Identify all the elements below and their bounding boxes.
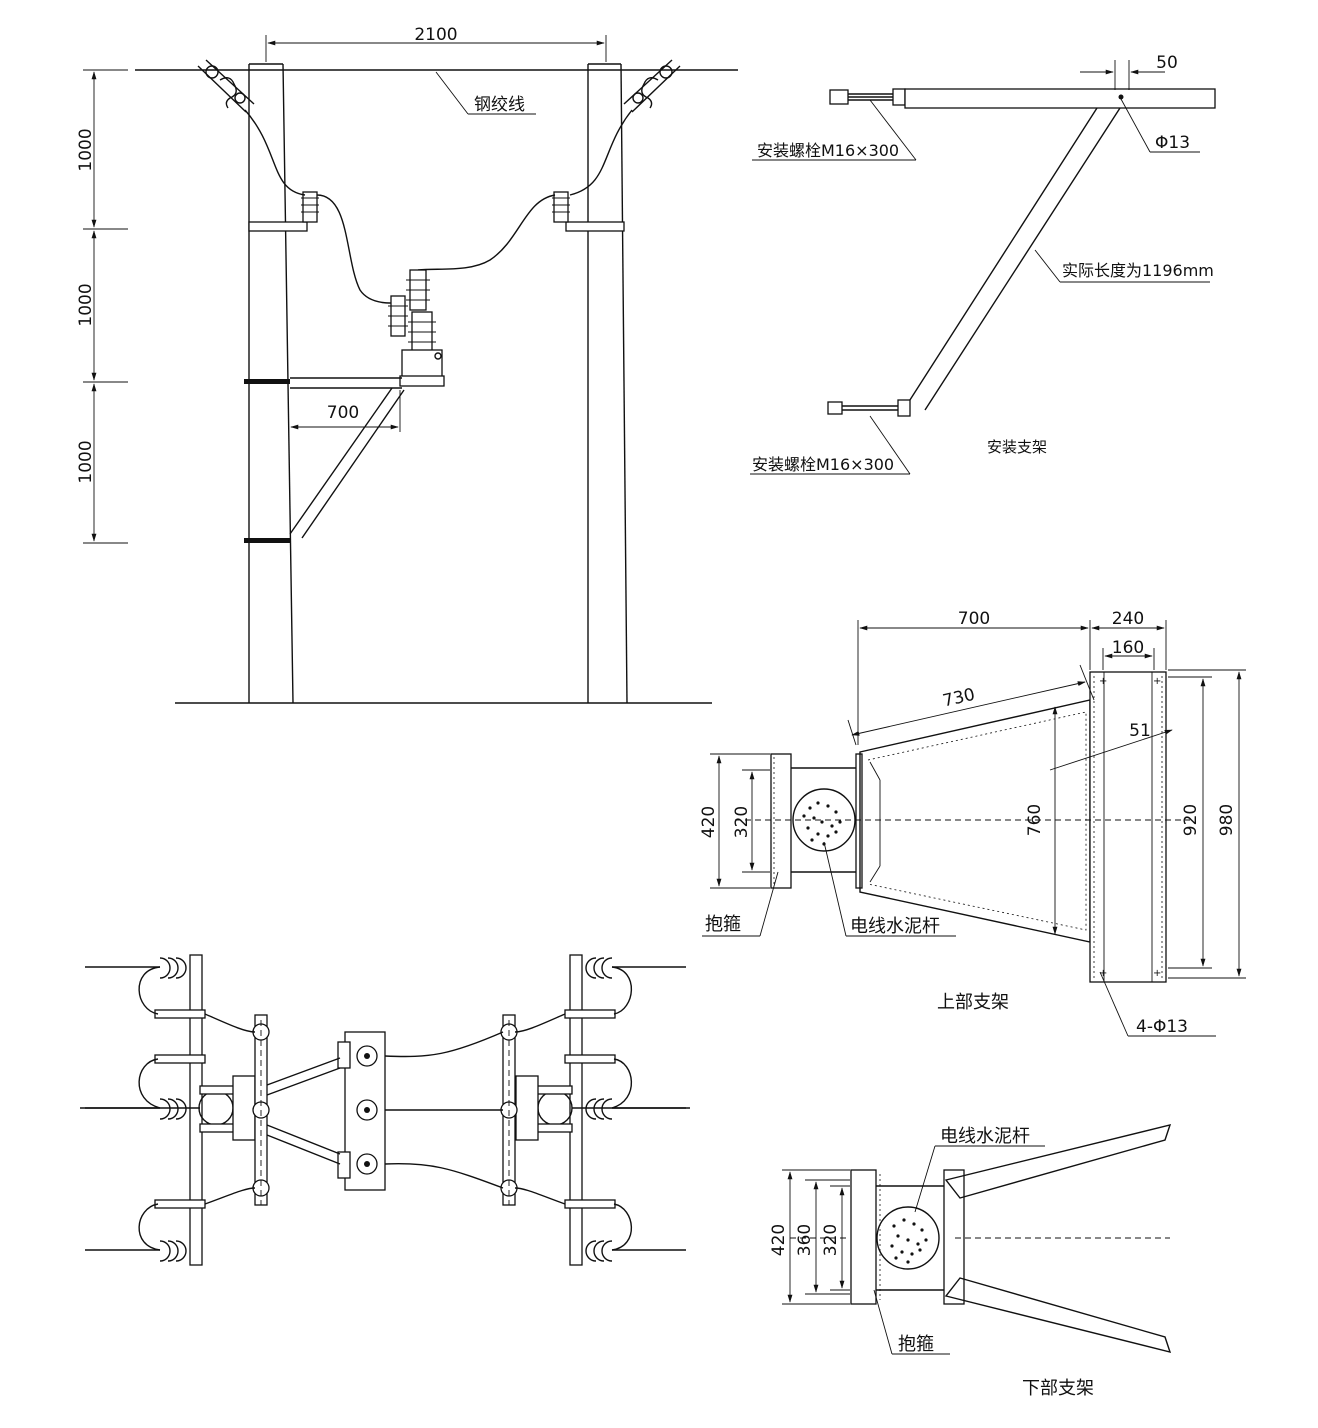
left-pole — [244, 63, 308, 704]
svg-text:+: + — [1153, 676, 1161, 687]
svg-text:+: + — [1153, 968, 1161, 979]
dim-span: 2100 — [414, 25, 457, 45]
dim-700-upper: 700 — [958, 609, 990, 629]
dim-51: 51 — [1129, 721, 1151, 741]
label-pole-lower: 电线水泥杆 — [940, 1126, 1030, 1147]
label-actual-length: 实际长度为1196mm — [1062, 261, 1214, 280]
dim-height-1: 1000 — [76, 128, 96, 171]
left-pin-insulator-icon — [301, 191, 319, 223]
plan-pole-right-icon — [537, 1090, 573, 1126]
elevation-view: 2100 1000 1000 1000 700 钢绞线 — [76, 25, 738, 704]
upper-bracket-view: + + + + 700 240 160 730 51 760 — [699, 609, 1246, 1037]
label-pole-upper: 电线水泥杆 — [850, 916, 940, 937]
dim-760: 760 — [1025, 804, 1045, 836]
label-holes: 4-Φ13 — [1136, 1017, 1188, 1037]
label-clamp-lower: 抱箍 — [898, 1334, 934, 1355]
dim-980: 980 — [1217, 804, 1237, 836]
dim-920: 920 — [1181, 804, 1201, 836]
svg-text:+: + — [1099, 968, 1107, 979]
caption-upper-bracket: 上部支架 — [937, 992, 1009, 1013]
dim-160: 160 — [1112, 638, 1144, 658]
label-bolt-bottom: 安装螺栓M16×300 — [752, 455, 894, 474]
dim-420-lower: 420 — [769, 1224, 789, 1256]
left-top-insulator-icon — [197, 59, 255, 113]
plan-pole-left-icon — [198, 1090, 234, 1126]
label-bolt-top: 安装螺栓M16×300 — [757, 141, 899, 160]
dim-240: 240 — [1112, 609, 1144, 629]
caption-lower-bracket: 下部支架 — [1022, 1378, 1094, 1399]
right-pin-insulator-icon — [552, 191, 570, 223]
bolt-holes-icon: + + + + — [1099, 676, 1161, 979]
plan-insulators-right-icon — [564, 957, 633, 1262]
recloser-device-icon — [388, 269, 445, 387]
plan-insulators-left-icon — [138, 957, 206, 1262]
dim-height-3: 1000 — [76, 440, 96, 483]
caption-mounting-bracket: 安装支架 — [987, 438, 1047, 456]
mounting-bracket-view: 50 Φ13 安装螺栓M16×300 实际长度为1196mm 安装螺栓M16×3… — [750, 53, 1216, 475]
dim-320-upper: 320 — [732, 806, 752, 838]
label-clamp-upper: 抱箍 — [705, 914, 741, 935]
lower-bracket-view: 420 360 320 电线水泥杆 抱箍 下部支架 — [769, 1124, 1172, 1399]
right-top-insulator-icon — [623, 59, 681, 113]
lower-concrete-hatch-icon — [890, 1218, 928, 1264]
dim-360-lower: 360 — [795, 1224, 815, 1256]
lower-pole-section-icon — [876, 1206, 940, 1270]
right-pole — [565, 63, 628, 704]
dim-arm: 700 — [327, 403, 359, 423]
plan-recloser-icon — [337, 1031, 386, 1191]
dim-height-2: 1000 — [76, 283, 96, 326]
dim-420-upper: 420 — [699, 806, 719, 838]
concrete-hatch-icon — [802, 801, 842, 846]
label-hole: Φ13 — [1155, 133, 1190, 153]
dim-50: 50 — [1156, 53, 1178, 73]
plan-view — [80, 954, 690, 1266]
label-steel-strand: 钢绞线 — [474, 95, 525, 115]
dim-320-lower: 320 — [821, 1224, 841, 1256]
svg-text:+: + — [1099, 676, 1107, 687]
